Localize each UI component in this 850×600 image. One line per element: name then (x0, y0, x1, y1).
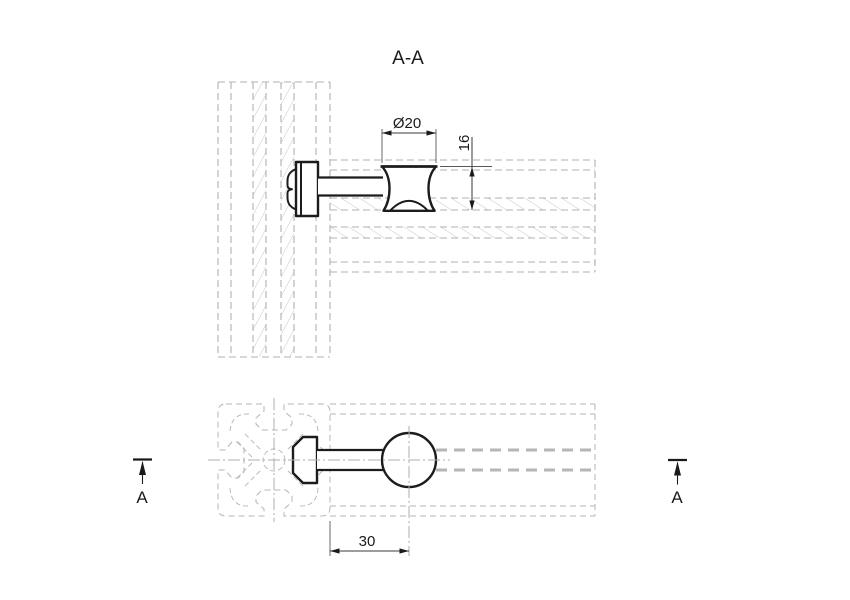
offset-label: 30 (359, 533, 376, 550)
cross-section-outline (217, 403, 331, 517)
slot-edge-hidden-lines (436, 448, 595, 472)
depth-label: 16 (456, 135, 473, 152)
offset-dimension: 30 (329, 521, 409, 556)
hatch-band (330, 227, 595, 238)
extension-lines (381, 129, 437, 163)
profile-hidden-lines (330, 403, 596, 517)
depth-dimension: 16 (440, 135, 492, 210)
diameter-label: Ø20 (393, 115, 421, 132)
section-arrow-icon (674, 461, 681, 476)
profile-hidden-lines (217, 81, 331, 358)
horizontal-profile-section-view (330, 159, 596, 273)
vertical-profile-section-view (217, 81, 331, 358)
arrowhead (426, 130, 436, 136)
section-letter-left: A (136, 488, 148, 507)
hatch-band (330, 198, 382, 210)
section-marker-right: A (668, 458, 687, 507)
hatch-band (281, 82, 294, 357)
barrel-nut (380, 165, 438, 212)
arrowhead (382, 130, 392, 136)
bolt-shaft-fill (318, 177, 383, 196)
profile-hidden-lines (330, 159, 596, 273)
horizontal-profile-plan-view (330, 403, 596, 517)
section-marker-left: A (133, 458, 152, 507)
arrowhead (469, 200, 475, 210)
arrowhead (399, 548, 409, 554)
centerlines (208, 398, 450, 556)
section-letter-right: A (671, 488, 683, 507)
arrowhead (469, 167, 475, 177)
barrel-nut-inner-arc (389, 199, 429, 212)
section-title: A-A (392, 48, 424, 69)
hatch-band (436, 198, 595, 210)
bolt-head (294, 160, 320, 218)
diameter-dimension: Ø20 (381, 115, 437, 163)
section-arrow-icon (139, 461, 146, 475)
arrowhead (330, 548, 340, 554)
bolt-shaft (317, 176, 383, 197)
t-bolt-connector-section (286, 160, 438, 218)
hatch-band (253, 82, 266, 357)
